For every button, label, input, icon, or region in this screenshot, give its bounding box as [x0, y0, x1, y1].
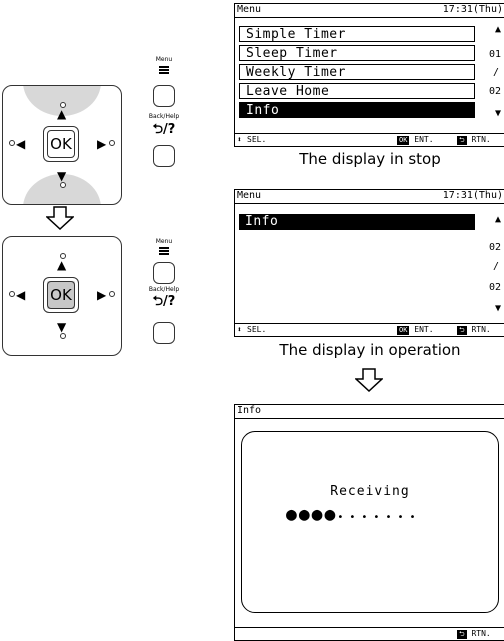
- progress-dots: ●●●●•••••••: [286, 504, 422, 525]
- dot-icon: [109, 140, 115, 146]
- menu-item-weekly-timer[interactable]: Weekly Timer: [239, 64, 475, 80]
- footer-rtn: RTN.: [471, 325, 491, 334]
- screen-footer: ⬍ SEL. OK ENT. ⮌ RTN.: [235, 133, 504, 146]
- page-total: 02: [488, 282, 501, 293]
- page-separator: /: [492, 67, 499, 78]
- footer-rtn: RTN.: [471, 135, 491, 144]
- remote-pad-navigation: ▲ ▼ ◀ ▶ OK: [2, 85, 122, 205]
- down-arrow-indicator-icon: [46, 206, 74, 230]
- ok-button[interactable]: OK: [43, 126, 79, 162]
- left-arrow-icon[interactable]: ◀: [16, 137, 26, 151]
- menu-item-simple-timer[interactable]: Simple Timer: [239, 26, 475, 42]
- lcd-screen-stop: Menu 17:31(Thu) Simple Timer Sleep Timer…: [234, 3, 504, 147]
- caption-operation: The display in operation: [279, 341, 461, 359]
- caption-stop: The display in stop: [299, 150, 441, 168]
- right-arrow-icon[interactable]: ▶: [97, 288, 107, 302]
- page-total: 02: [488, 86, 501, 97]
- updown-icon: ⬍: [237, 135, 242, 144]
- dot-icon: [60, 182, 66, 188]
- up-arrow-icon[interactable]: ▲: [57, 107, 67, 121]
- screen-time: 17:31(Thu): [442, 190, 503, 201]
- return-key-icon: ⮌: [457, 136, 467, 145]
- screen-footer: ⮌ RTN.: [235, 627, 504, 640]
- menu-label: Menu: [155, 56, 173, 63]
- menu-label: Menu: [155, 238, 173, 245]
- footer-sel: SEL.: [247, 135, 267, 144]
- down-arrow-icon[interactable]: ▼: [57, 169, 67, 183]
- ok-button[interactable]: OK: [43, 277, 79, 313]
- back-help-icon: ⮌/?: [152, 122, 176, 137]
- right-arrow-icon[interactable]: ▶: [97, 137, 107, 151]
- page-current: 02: [488, 242, 501, 253]
- screen-title: Info: [237, 405, 262, 416]
- page-separator: /: [492, 261, 499, 272]
- back-help-button[interactable]: [153, 322, 175, 344]
- footer-ok-key: OK: [397, 326, 410, 335]
- menu-item-sleep-timer[interactable]: Sleep Timer: [239, 45, 475, 61]
- back-help-label: Back/Help: [148, 286, 180, 293]
- dot-icon: [9, 140, 15, 146]
- screen-title: Menu: [237, 190, 262, 201]
- down-arrow-indicator-icon: [355, 368, 383, 392]
- page-current: 01: [488, 49, 501, 60]
- lcd-screen-operation: Menu 17:31(Thu) Info ▲ 02 / 02 ▼ ⬍ SEL. …: [234, 189, 504, 337]
- dot-icon: [9, 291, 15, 297]
- menu-button[interactable]: [153, 85, 175, 107]
- scroll-down-icon: ▼: [494, 303, 501, 314]
- dot-icon: [60, 102, 66, 108]
- remote-pad-ok: ▲ ▼ ◀ ▶ OK: [2, 236, 122, 356]
- menu-item-leave-home[interactable]: Leave Home: [239, 83, 475, 99]
- scroll-up-icon: ▲: [494, 24, 501, 35]
- back-help-label: Back/Help: [148, 113, 180, 120]
- dot-icon: [60, 333, 66, 339]
- menu-item-info[interactable]: Info: [239, 102, 475, 118]
- ok-label: OK: [50, 286, 72, 304]
- dot-icon: [60, 253, 66, 259]
- screen-title: Menu: [237, 4, 262, 15]
- footer-ent: ENT.: [414, 135, 434, 144]
- menu-button[interactable]: [153, 262, 175, 284]
- lcd-screen-info: Info Receiving ●●●●••••••• ⮌ RTN.: [234, 404, 504, 641]
- screen-time: 17:31(Thu): [442, 4, 503, 15]
- scroll-down-icon: ▼: [494, 108, 501, 119]
- return-key-icon: ⮌: [457, 326, 467, 335]
- back-help-icon: ⮌/?: [152, 294, 176, 309]
- ok-label: OK: [50, 135, 72, 153]
- up-arrow-icon[interactable]: ▲: [57, 258, 67, 272]
- dot-icon: [109, 291, 115, 297]
- menu-icon: [159, 247, 169, 256]
- return-key-icon: ⮌: [457, 630, 467, 639]
- menu-icon: [159, 66, 169, 75]
- down-arrow-icon[interactable]: ▼: [57, 320, 67, 334]
- receiving-message: Receiving: [330, 484, 410, 499]
- footer-rtn: RTN.: [471, 629, 491, 638]
- footer-sel: SEL.: [247, 325, 267, 334]
- footer-ok-key: OK: [397, 136, 410, 145]
- left-arrow-icon[interactable]: ◀: [16, 288, 26, 302]
- updown-icon: ⬍: [237, 325, 242, 334]
- back-help-button[interactable]: [153, 145, 175, 167]
- info-dialog: Receiving ●●●●•••••••: [241, 431, 499, 613]
- footer-ent: ENT.: [414, 325, 434, 334]
- scroll-up-icon: ▲: [494, 214, 501, 225]
- menu-item-info[interactable]: Info: [239, 214, 475, 230]
- screen-footer: ⬍ SEL. OK ENT. ⮌ RTN.: [235, 323, 504, 336]
